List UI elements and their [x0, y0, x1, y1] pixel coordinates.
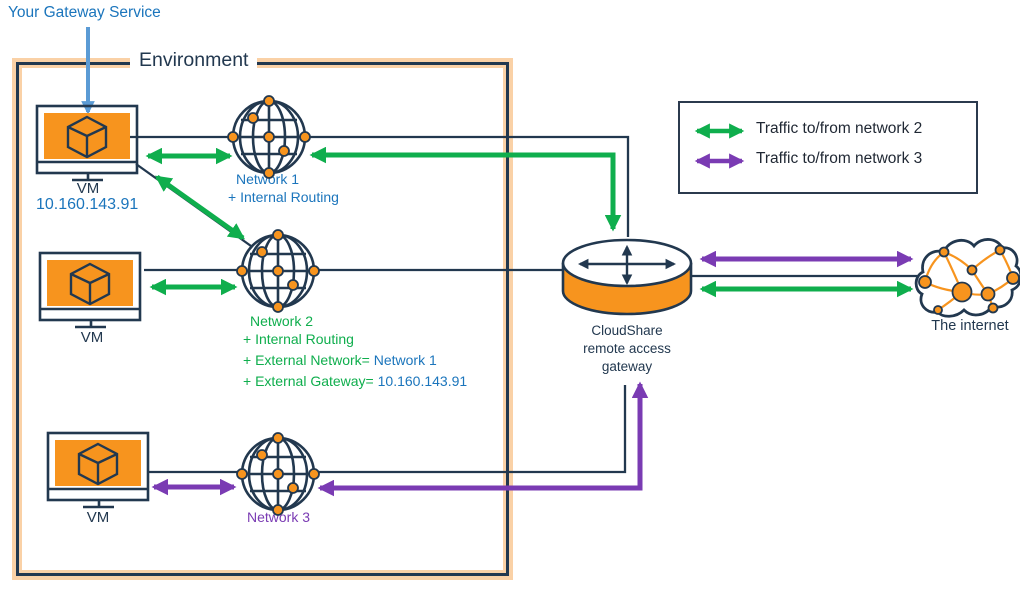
network2-external-gateway-note: + External Gateway= 10.160.143.91 — [243, 373, 468, 390]
network2-external-gateway-value: 10.160.143.91 — [377, 373, 468, 389]
network2-external-gateway-prefix: + External Gateway= — [243, 373, 378, 389]
vm2-label: VM — [80, 329, 104, 346]
gateway-title-line2: remote access — [583, 341, 671, 356]
gateway-service-label: Your Gateway Service — [8, 4, 161, 21]
vm3-label: VM — [86, 509, 110, 526]
internet-label: The internet — [931, 318, 1009, 334]
network2-name: Network 2 — [250, 313, 314, 329]
gateway-title: CloudShare remote access gateway — [552, 322, 702, 376]
legend-box — [678, 101, 978, 194]
legend-item-network3-label: Traffic to/from network 3 — [756, 150, 923, 167]
internet-cloud-icon — [914, 238, 1020, 318]
gateway-router-icon — [561, 238, 693, 316]
legend-item-network2-label: Traffic to/from network 2 — [756, 120, 923, 137]
network2-external-network-value: Network 1 — [373, 352, 437, 368]
network1-name: Network 1 — [236, 171, 300, 187]
gateway-title-line3: gateway — [601, 359, 653, 374]
environment-title: Environment — [130, 49, 258, 72]
network2-routing-note: + Internal Routing — [243, 331, 354, 347]
network1-routing-note: + Internal Routing — [228, 189, 339, 205]
environment-box — [16, 62, 509, 576]
gateway-title-line1: CloudShare — [591, 323, 663, 338]
network3-name: Network 3 — [247, 509, 311, 525]
vm1-ip-label: 10.160.143.91 — [36, 196, 139, 213]
network2-external-network-prefix: + External Network= — [243, 352, 374, 368]
network2-external-network-note: + External Network= Network 1 — [243, 352, 437, 369]
vm1-label: VM — [76, 180, 100, 197]
